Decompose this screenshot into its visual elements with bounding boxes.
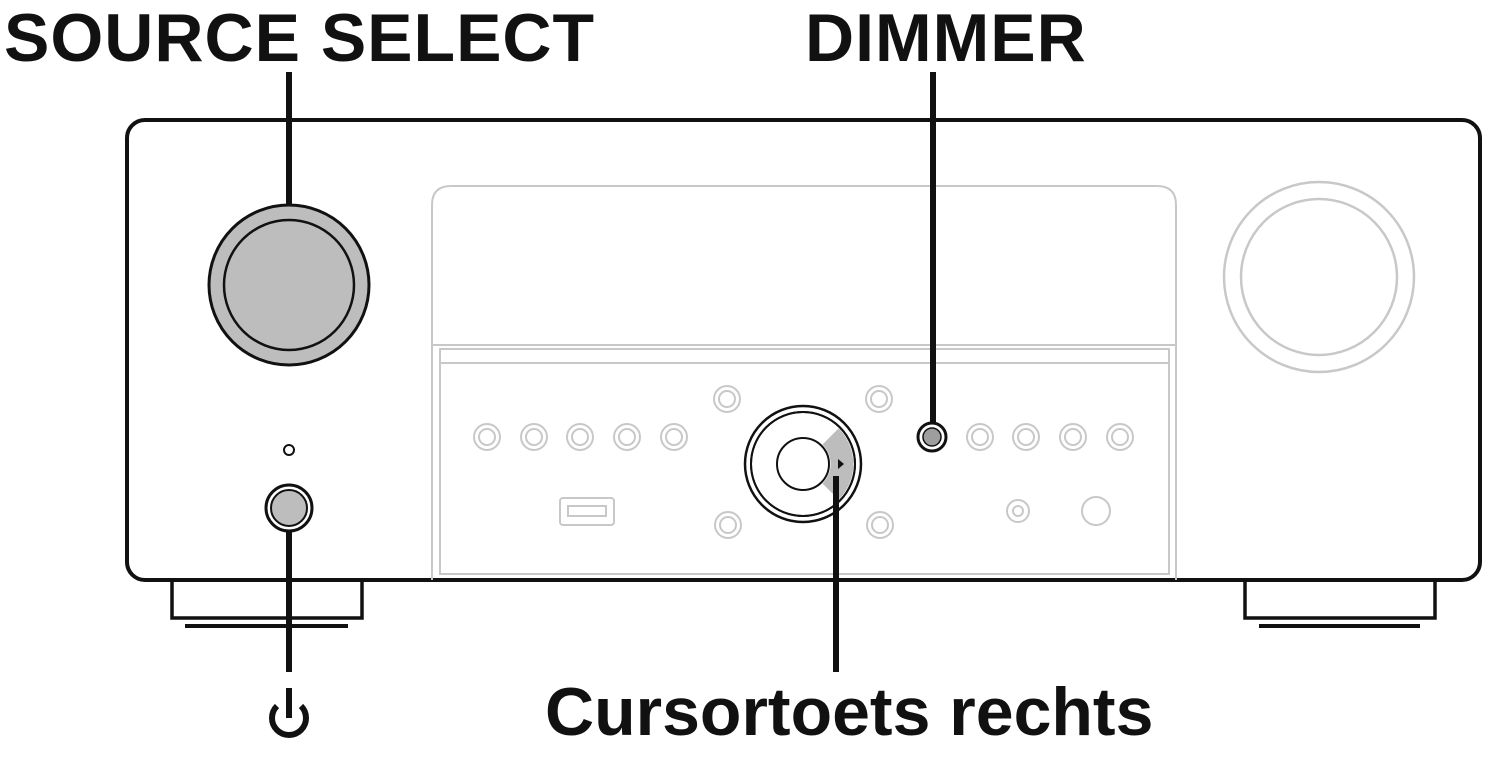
dimmer-label: DIMMER bbox=[805, 0, 1087, 76]
cursor-enter-button[interactable] bbox=[776, 437, 830, 491]
input-button-8[interactable] bbox=[1059, 423, 1087, 451]
input-button-3[interactable] bbox=[566, 423, 594, 451]
setup-mic-jack bbox=[1006, 499, 1030, 523]
input-button-1[interactable] bbox=[473, 423, 501, 451]
source-select-knob[interactable] bbox=[207, 203, 371, 367]
input-button-5[interactable] bbox=[660, 423, 688, 451]
input-button-9[interactable] bbox=[1106, 423, 1134, 451]
input-button-7[interactable] bbox=[1012, 423, 1040, 451]
bottom-left-button[interactable] bbox=[714, 511, 742, 539]
bottom-right-button[interactable] bbox=[866, 511, 894, 539]
left-button-row bbox=[473, 423, 688, 451]
front-drawer bbox=[439, 348, 1170, 575]
headphone-jack bbox=[1081, 496, 1111, 526]
cursor-right-label: Cursortoets rechts bbox=[545, 674, 1154, 750]
dimmer-button[interactable] bbox=[916, 421, 948, 453]
right-foot bbox=[1243, 582, 1437, 628]
power-icon bbox=[269, 688, 309, 739]
power-indicator-led bbox=[283, 444, 295, 456]
input-button-2[interactable] bbox=[520, 423, 548, 451]
cursor-side-buttons bbox=[713, 385, 894, 539]
right-button-row bbox=[966, 423, 1134, 451]
right-arrow-icon bbox=[838, 459, 844, 469]
cursor-right-button[interactable] bbox=[822, 428, 854, 500]
input-button-4[interactable] bbox=[613, 423, 641, 451]
display-panel bbox=[431, 185, 1177, 580]
left-foot bbox=[170, 582, 364, 628]
source-select-label: SOURCE SELECT bbox=[4, 0, 596, 76]
usb-port-icon bbox=[559, 497, 615, 526]
top-left-button[interactable] bbox=[713, 385, 741, 413]
volume-knob[interactable] bbox=[1222, 180, 1416, 374]
cursor-pad bbox=[743, 404, 863, 524]
callout-lines bbox=[286, 72, 936, 672]
power-button[interactable] bbox=[264, 483, 314, 533]
input-button-6[interactable] bbox=[966, 423, 994, 451]
top-right-button[interactable] bbox=[865, 385, 893, 413]
